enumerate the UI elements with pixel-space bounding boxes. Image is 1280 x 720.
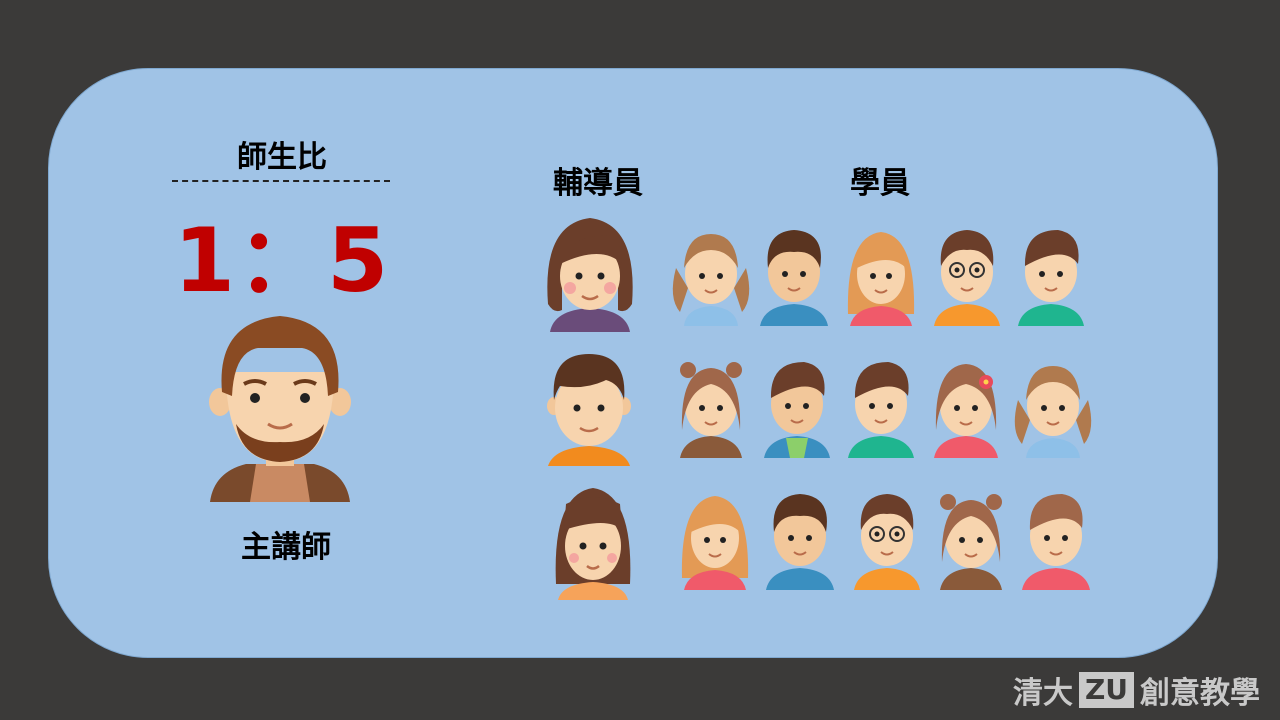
content-panel — [48, 68, 1218, 658]
student-avatar-r3-1 — [681, 496, 749, 590]
student-avatar-r1-3 — [847, 232, 915, 326]
student-avatar-r2-3 — [848, 362, 914, 458]
student-avatar-r1-1 — [672, 234, 750, 326]
lecturer-label: 主講師 — [241, 530, 331, 565]
student-avatar-r3-3 — [854, 494, 920, 590]
student-avatar-r2-1 — [680, 362, 742, 458]
tutor-avatar-3 — [555, 488, 631, 600]
student-avatar-r3-2 — [766, 494, 834, 590]
watermark-logo: 清大 ZU 創意教學 — [1013, 668, 1260, 712]
student-avatar-r1-4 — [934, 230, 1000, 326]
ratio-divider — [172, 180, 390, 182]
watermark-right-text: 創意教學 — [1140, 676, 1260, 711]
student-avatar-r2-4 — [934, 364, 998, 458]
student-avatar-r1-5 — [1018, 230, 1084, 326]
ratio-value: 1：5 — [173, 209, 391, 312]
students-heading: 學員 — [850, 166, 910, 201]
ratio-title: 師生比 — [237, 140, 327, 175]
tutor-avatar-2 — [547, 354, 631, 466]
tutor-avatar-1 — [547, 218, 633, 332]
student-avatar-r3-4 — [940, 494, 1002, 590]
student-avatar-r1-2 — [760, 230, 828, 326]
lecturer-avatar — [209, 316, 351, 502]
watermark-left-text: 清大 — [1012, 676, 1073, 711]
student-avatar-r2-2 — [764, 362, 830, 458]
student-avatar-r3-5 — [1022, 494, 1090, 590]
watermark-box: ZU — [1078, 672, 1134, 708]
tutor-heading: 輔導員 — [553, 166, 643, 201]
student-avatar-r2-5 — [1014, 366, 1092, 458]
